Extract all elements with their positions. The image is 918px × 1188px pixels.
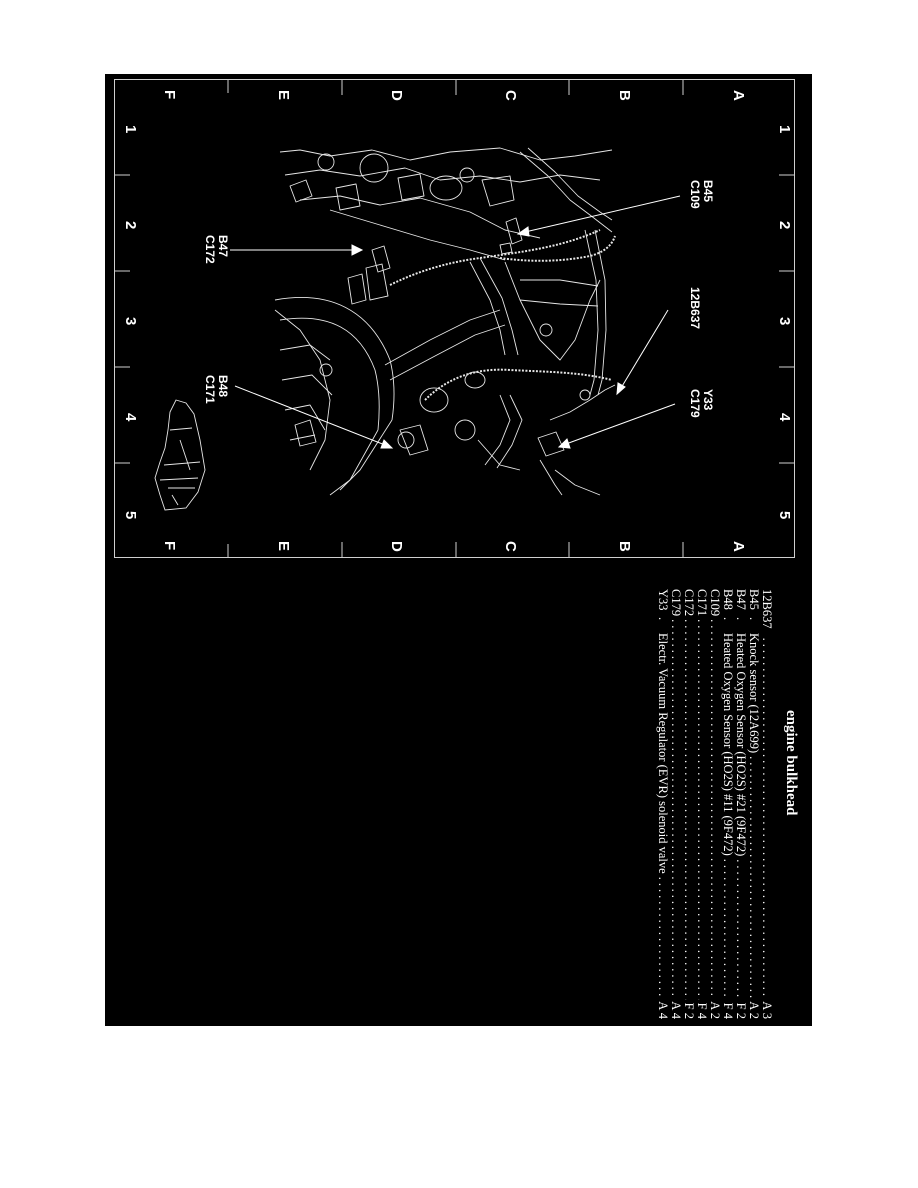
callout-y33-c179: Y33 C179 xyxy=(688,389,715,418)
grid-row-3-left: 3 xyxy=(122,317,139,326)
grid-row-5-right: 5 xyxy=(776,511,793,520)
car-silhouette-icon xyxy=(154,399,206,511)
grid-column-f-bottom: F xyxy=(161,541,178,551)
grid-column-b-top: B xyxy=(616,90,633,101)
legend-item: Y33. Electr. Vacuum Regulator (EVR) sole… xyxy=(656,589,670,1019)
legend-title: engine bulkhead xyxy=(783,710,799,816)
grid-column-d-bottom: D xyxy=(388,541,405,552)
grid-row-2-left: 2 xyxy=(122,221,139,230)
grid-column-d-top: D xyxy=(388,90,405,101)
grid-row-1-left: 1 xyxy=(122,125,139,134)
legend-item: 12B637 .................................… xyxy=(760,589,774,1019)
legend-item: C172 ...................................… xyxy=(682,589,696,1019)
legend-list: 12B637 .................................… xyxy=(656,589,774,1019)
grid-row-4-right: 4 xyxy=(776,413,793,422)
engine-bulkhead-drawing xyxy=(114,79,795,558)
callout-b48-c171: B48 C171 xyxy=(203,375,230,404)
grid-row-5-left: 5 xyxy=(122,511,139,520)
grid-row-2-right: 2 xyxy=(776,221,793,230)
grid-column-e-bottom: E xyxy=(275,541,292,552)
callout-b47-c172: B47 C172 xyxy=(203,235,230,264)
grid-column-b-bottom: B xyxy=(616,541,633,552)
callout-b45-c109: B45 C109 xyxy=(688,180,715,209)
grid-column-c-top: C xyxy=(502,90,519,101)
grid-row-1-right: 1 xyxy=(776,125,793,134)
legend-item: C179 ...................................… xyxy=(669,589,683,1019)
legend-item: B47. Heated Oxygen Sensor (HO2S) #21 (9F… xyxy=(734,589,748,1019)
grid-column-a-top: A xyxy=(730,90,747,101)
grid-column-c-bottom: C xyxy=(502,541,519,552)
legend-item: C109 ...................................… xyxy=(708,589,722,1019)
legend-item: B45. Knock sensor (12A699) .............… xyxy=(747,589,761,1019)
grid-row-4-left: 4 xyxy=(122,413,139,422)
legend-item: B48. Heated Oxygen Sensor (HO2S) #11 (9F… xyxy=(721,589,735,1019)
diagram-panel: A B C D E F A B C D E F 1 2 3 4 5 1 2 3 … xyxy=(105,74,812,1026)
callout-12b637: 12B637 xyxy=(688,287,702,330)
grid-column-a-bottom: A xyxy=(730,541,747,552)
legend-item: C171 ...................................… xyxy=(695,589,709,1019)
grid-row-3-right: 3 xyxy=(776,317,793,326)
grid-frame xyxy=(114,79,795,558)
grid-column-e-top: E xyxy=(275,90,292,101)
grid-column-f-top: F xyxy=(161,90,178,100)
